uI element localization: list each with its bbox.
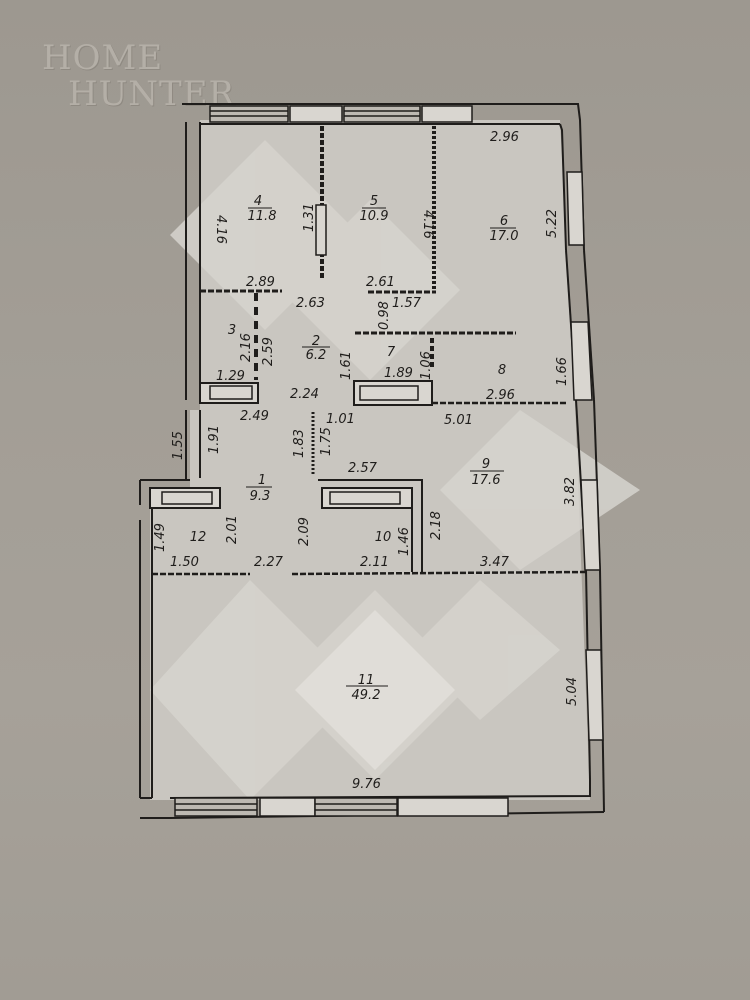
dim-label: 1.91 bbox=[207, 425, 222, 454]
dim-label: 1.83 bbox=[292, 429, 307, 458]
room-5-area: 10.9 bbox=[360, 209, 389, 224]
dim-label: 5.22 bbox=[545, 209, 560, 238]
dim-label: 1.75 bbox=[319, 427, 334, 456]
room-5-number: 5 bbox=[370, 194, 378, 209]
dim-label: 2.16 bbox=[239, 333, 254, 362]
dim-label: 1.06 bbox=[419, 351, 434, 380]
watermark-line-1: HOME bbox=[42, 38, 164, 78]
dim-label: 2.59 bbox=[261, 337, 276, 366]
dim-label: 2.96 bbox=[486, 388, 515, 403]
room-9-number: 9 bbox=[482, 457, 490, 472]
room-9-area: 17.6 bbox=[472, 473, 501, 488]
dim-label: 3.82 bbox=[563, 477, 578, 506]
dim-label: 1.46 bbox=[397, 527, 412, 556]
room-8-number: 8 bbox=[498, 363, 506, 378]
room-4-number: 4 bbox=[254, 194, 262, 209]
room-6-number: 6 bbox=[500, 214, 508, 229]
room-labels: 4 11.8 5 10.9 6 17.0 2 6.2 3 7 8 9 17.6 … bbox=[190, 194, 519, 703]
dim-label: 1.66 bbox=[555, 357, 570, 386]
room-7-number: 7 bbox=[387, 345, 396, 360]
room-2-area: 6.2 bbox=[306, 348, 327, 363]
dim-label: 1.31 bbox=[302, 203, 317, 232]
dim-label: 4.16 bbox=[213, 215, 228, 244]
dim-label: 2.01 bbox=[225, 515, 240, 544]
dim-label: 2.96 bbox=[490, 130, 519, 145]
dim-label: 1.29 bbox=[216, 369, 245, 384]
dim-label: 2.89 bbox=[246, 275, 275, 290]
room-4-area: 11.8 bbox=[248, 209, 277, 224]
dim-label: 2.63 bbox=[296, 296, 325, 311]
dim-label: 1.89 bbox=[384, 366, 413, 381]
dim-label: 2.09 bbox=[297, 517, 312, 546]
dim-label: 0.98 bbox=[377, 301, 392, 330]
room-6-area: 17.0 bbox=[490, 229, 519, 244]
room-11-number: 11 bbox=[358, 673, 375, 688]
dim-label: 1.55 bbox=[171, 431, 186, 460]
dim-label: 1.61 bbox=[339, 351, 354, 380]
room-12-number: 12 bbox=[190, 530, 207, 545]
dim-label: 2.61 bbox=[366, 275, 395, 290]
dim-label: 2.49 bbox=[240, 409, 269, 424]
room-10-number: 10 bbox=[375, 530, 392, 545]
watermark-line-2: HUNTER bbox=[68, 74, 236, 114]
room-2-number: 2 bbox=[312, 334, 320, 349]
dim-label: 5.01 bbox=[444, 413, 473, 428]
center-diamond bbox=[295, 610, 455, 770]
dim-label: 1.01 bbox=[326, 412, 355, 427]
room-11-area: 49.2 bbox=[352, 688, 381, 703]
dim-label: 2.57 bbox=[348, 461, 378, 476]
room-1-number: 1 bbox=[258, 473, 266, 488]
room-1-area: 9.3 bbox=[250, 489, 271, 504]
dim-label: 2.11 bbox=[360, 555, 389, 570]
dim-label: 4.16 bbox=[420, 210, 435, 239]
dimension-labels: 2.96 4.16 1.31 4.16 5.22 2.89 2.61 2.63 … bbox=[153, 130, 580, 792]
home-hunter-watermark: HOME HUNTER bbox=[42, 40, 235, 112]
dim-label: 9.76 bbox=[352, 777, 381, 792]
dim-label: 1.49 bbox=[153, 523, 168, 552]
dim-label: 2.24 bbox=[290, 387, 319, 402]
dim-label: 1.57 bbox=[392, 296, 422, 311]
dim-label: 2.18 bbox=[429, 511, 444, 540]
dim-label: 1.50 bbox=[170, 555, 199, 570]
interior-walls bbox=[149, 126, 589, 576]
dim-label: 2.27 bbox=[254, 555, 284, 570]
windows bbox=[174, 105, 604, 817]
dim-label: 5.04 bbox=[565, 677, 580, 706]
dim-label: 3.47 bbox=[480, 555, 510, 570]
room-3-number: 3 bbox=[228, 323, 236, 338]
